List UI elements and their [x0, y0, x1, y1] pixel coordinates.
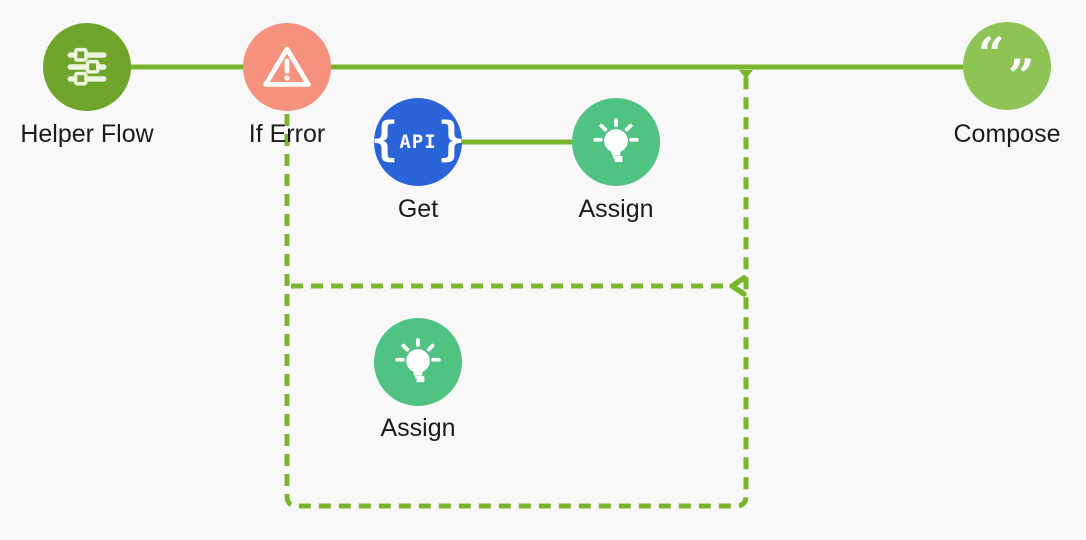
warning-triangle-icon: [263, 46, 311, 87]
node-label-if-error: If Error: [248, 120, 326, 148]
node-helper-flow[interactable]: [43, 23, 131, 111]
close-quote-icon: ”: [1008, 49, 1035, 103]
node-if-error[interactable]: [243, 23, 331, 111]
node-get[interactable]: { API }: [371, 98, 465, 186]
api-open-brace: {: [370, 112, 399, 166]
node-label-assign-2: Assign: [380, 414, 456, 442]
sliders-icon: [67, 47, 107, 86]
node-assign-2[interactable]: [374, 318, 462, 406]
node-label-assign-1: Assign: [578, 195, 654, 223]
api-close-brace: }: [437, 112, 466, 166]
open-quote-icon: “: [978, 27, 1005, 81]
node-label-helper-flow: Helper Flow: [20, 120, 154, 148]
lightbulb-icon: [593, 118, 639, 163]
node-assign-1[interactable]: [572, 98, 660, 186]
error-scope-outline: [284, 72, 749, 509]
api-braces-icon: { API }: [371, 116, 466, 162]
branch-entry-arrow-icon: [739, 70, 753, 79]
node-label-compose: Compose: [953, 120, 1061, 148]
node-compose[interactable]: “ ”: [963, 22, 1051, 110]
api-label: API: [399, 131, 437, 153]
node-label-get: Get: [397, 195, 439, 223]
lightbulb-icon: [395, 338, 441, 383]
branch-merge-arrow-icon: [729, 275, 747, 297]
